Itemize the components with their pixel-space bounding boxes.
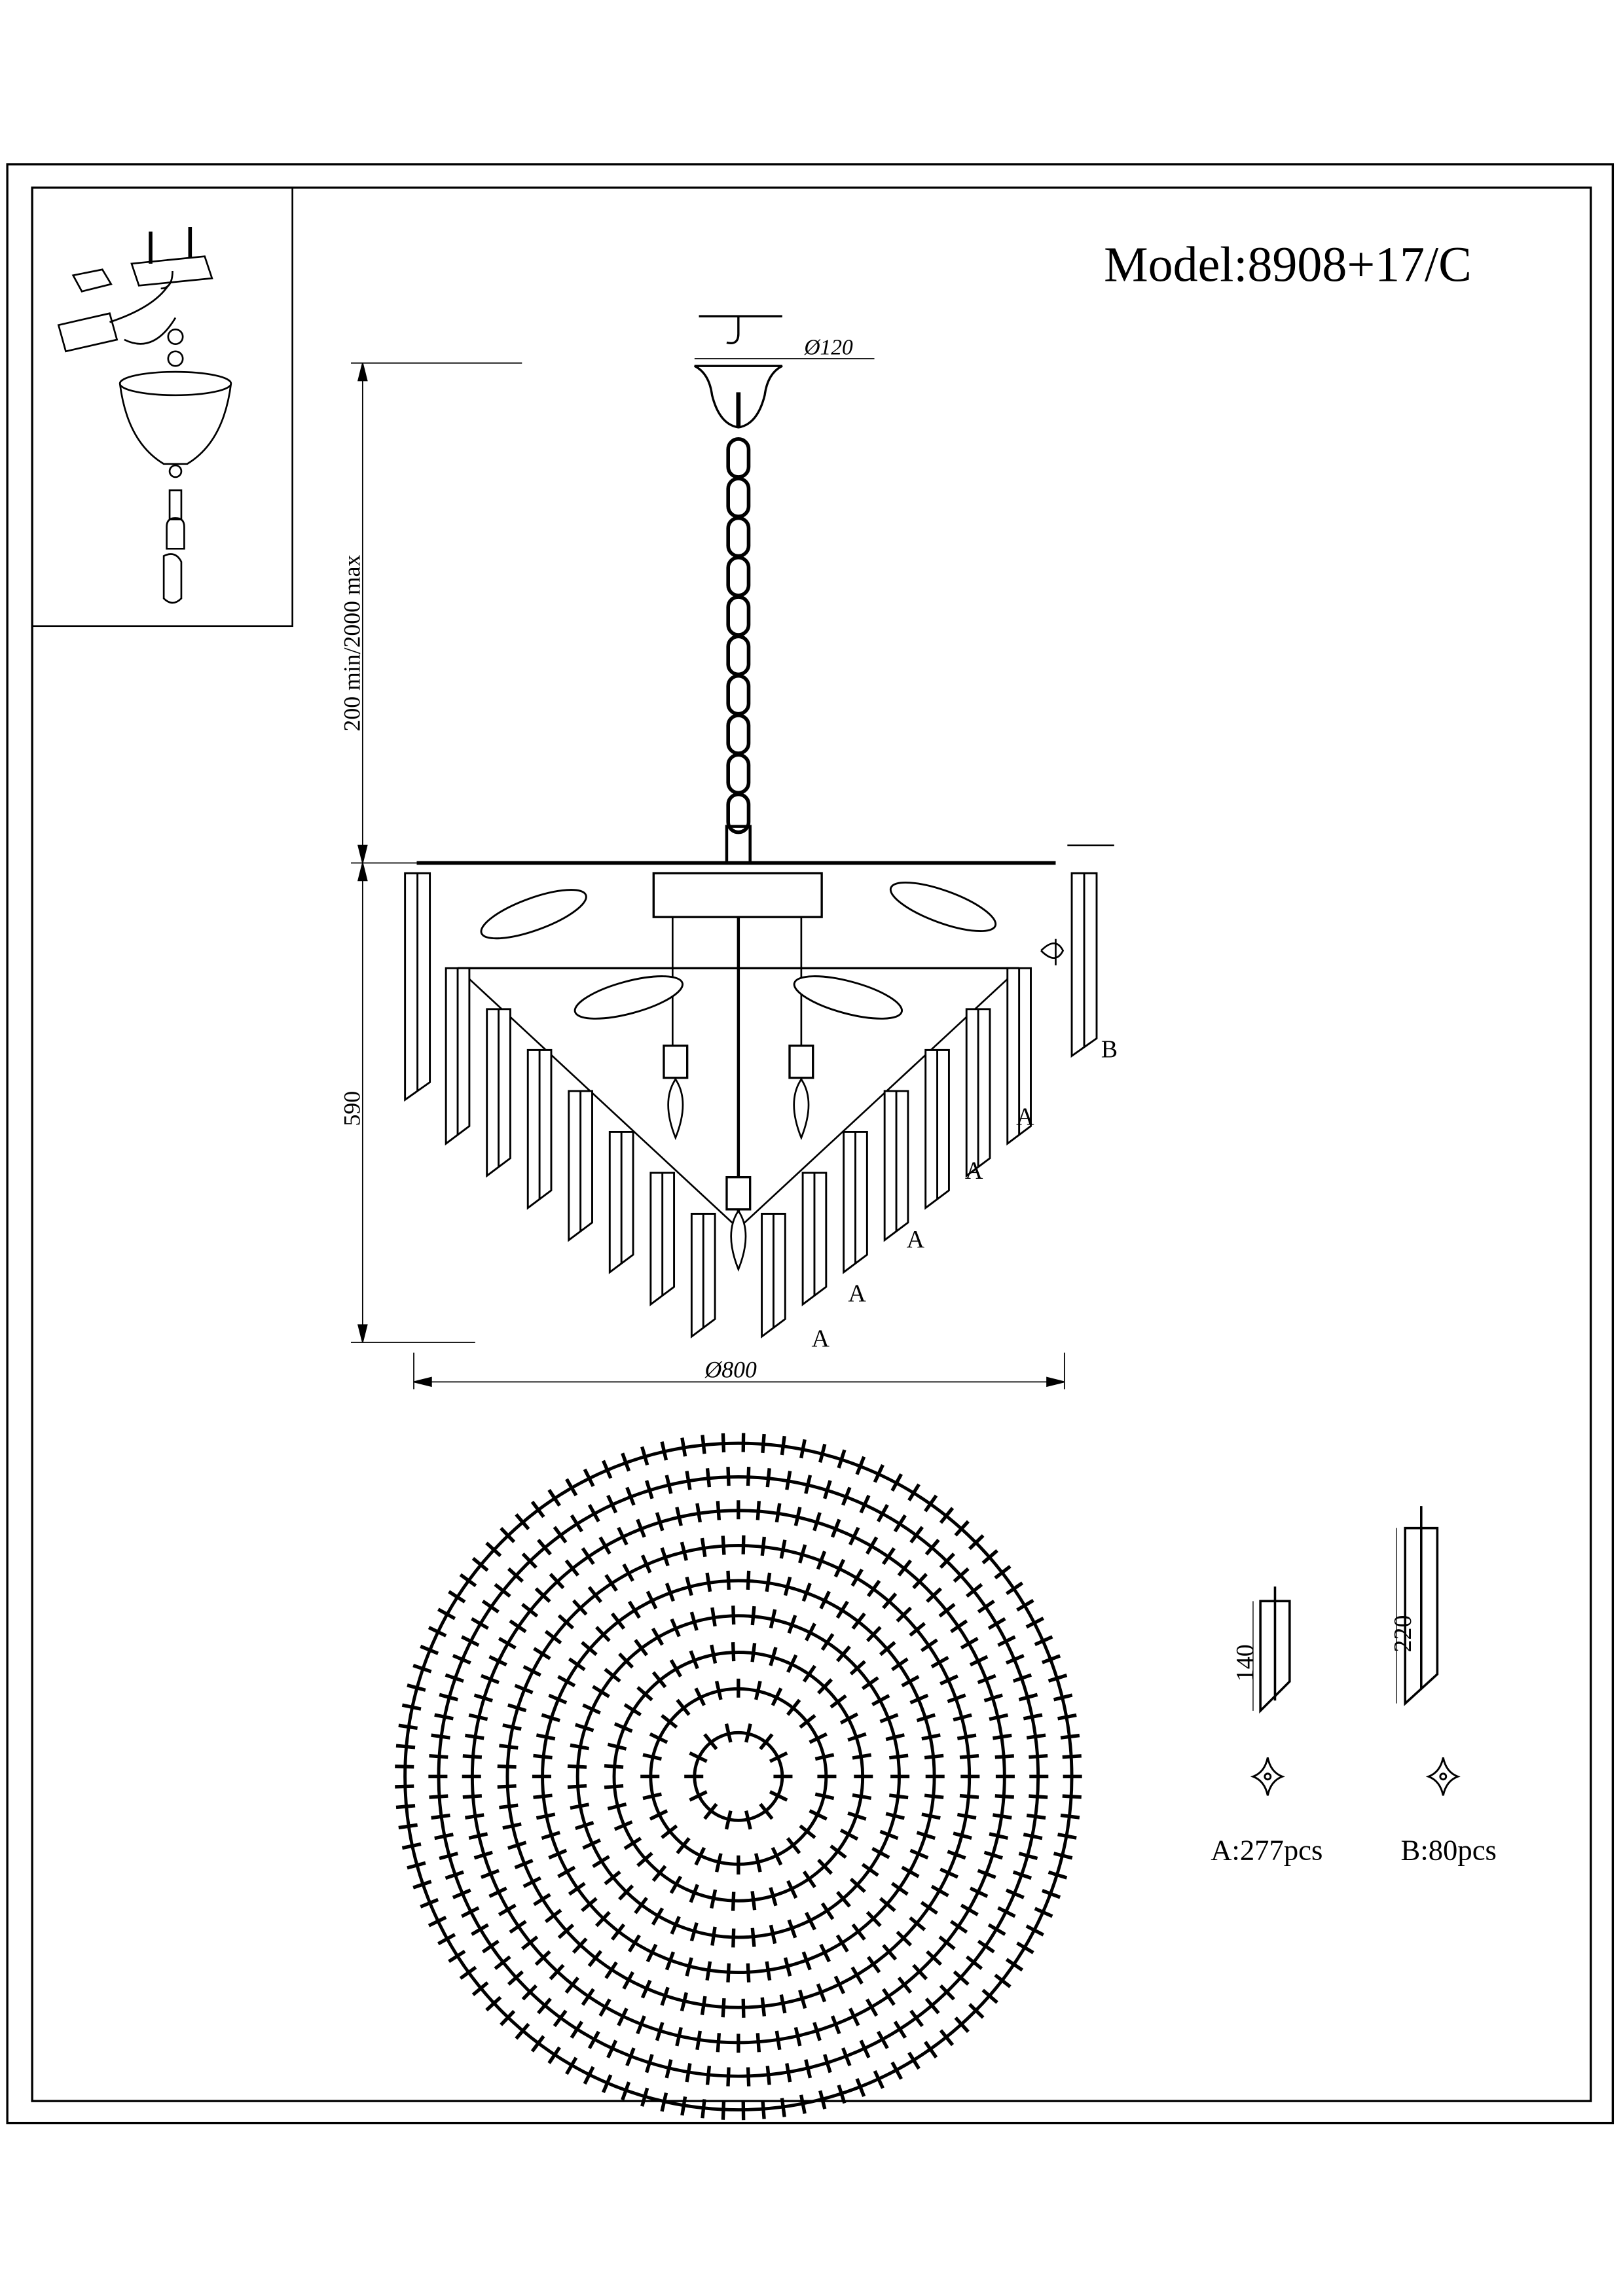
crystal bbox=[445, 967, 471, 1146]
crystal bbox=[1070, 872, 1098, 1058]
crystal-ring bbox=[470, 1509, 1006, 2045]
chain-length-label: 200 min/2000 max bbox=[338, 554, 365, 731]
tier-label-a: A bbox=[907, 1226, 925, 1253]
crystal-b-count: B:80pcs bbox=[1401, 1834, 1497, 1867]
crystal bbox=[801, 1172, 828, 1306]
canopy bbox=[694, 315, 875, 429]
crystal-a-length: 140 bbox=[1231, 1644, 1259, 1681]
chain-link bbox=[726, 555, 751, 598]
crystal bbox=[924, 1049, 950, 1210]
chain-link bbox=[726, 437, 751, 479]
candle-holder bbox=[788, 1044, 814, 1079]
outer-frame bbox=[6, 163, 1614, 2125]
installation-inset bbox=[31, 187, 294, 628]
crystal-spikes bbox=[395, 1433, 1082, 2121]
crystal bbox=[649, 1172, 676, 1306]
chain bbox=[726, 437, 751, 834]
installation-sketch bbox=[57, 227, 232, 604]
tier-label-a: A bbox=[848, 1280, 866, 1307]
candle-bulb-icon bbox=[793, 975, 903, 1020]
crystal-ring bbox=[575, 1614, 901, 1939]
crystal-ring bbox=[693, 1731, 784, 1822]
crystal-spikes bbox=[428, 1466, 1049, 2087]
crystal-ring bbox=[649, 1687, 828, 1866]
diameter-label: Ø800 bbox=[704, 1357, 757, 1383]
candle-bulb-icon bbox=[667, 1077, 684, 1140]
outer-label-b: B bbox=[1101, 1036, 1118, 1064]
chain-link bbox=[726, 673, 751, 716]
tier-label-a: A bbox=[812, 1325, 830, 1353]
dimension-lines bbox=[351, 362, 1065, 1390]
crystal bbox=[404, 872, 431, 1102]
chain-link bbox=[726, 792, 751, 834]
tier-label-a: A bbox=[1016, 1103, 1034, 1130]
chain-link bbox=[726, 595, 751, 637]
crystal-b-length: 220 bbox=[1389, 1615, 1417, 1653]
crystal bbox=[486, 1008, 511, 1178]
candle-bulb-icon bbox=[730, 1209, 747, 1272]
crystal-spikes bbox=[567, 1605, 910, 1948]
crystal-spikes bbox=[497, 1535, 980, 2018]
candle-holder bbox=[725, 1175, 752, 1211]
crystal-a-count: A:277pcs bbox=[1211, 1834, 1322, 1867]
chandelier-top-view bbox=[395, 1433, 1082, 2121]
crystal-spikes bbox=[684, 1723, 793, 1830]
crystal-spikes bbox=[640, 1678, 837, 1874]
chain-link bbox=[726, 476, 751, 518]
crystal-b-detail bbox=[1396, 1506, 1439, 1706]
inner-frame bbox=[31, 187, 1592, 2102]
height-label: 590 bbox=[338, 1091, 365, 1126]
crystal bbox=[761, 1213, 786, 1339]
candle-bulb-icon bbox=[574, 975, 684, 1020]
crystal-b-star-icon bbox=[1425, 1757, 1461, 1796]
chain-link bbox=[726, 516, 751, 558]
crystal-ring bbox=[541, 1579, 936, 1975]
crystal bbox=[965, 1008, 991, 1178]
crystal-a-detail bbox=[1252, 1587, 1291, 1714]
crystal bbox=[690, 1213, 716, 1339]
candle-bulb-icon bbox=[793, 1077, 810, 1140]
crystal bbox=[568, 1090, 593, 1242]
crystal-fringe bbox=[404, 872, 1098, 1339]
candle-bulb-icon bbox=[889, 881, 997, 933]
candle-bulb-icon bbox=[480, 889, 587, 940]
crystal bbox=[843, 1130, 868, 1274]
crystal bbox=[883, 1090, 909, 1242]
crystal-spikes bbox=[462, 1500, 1015, 2053]
crystal-spikes bbox=[532, 1570, 945, 1982]
canopy-diameter-label: Ø120 bbox=[803, 335, 853, 359]
tier-label-a: A bbox=[965, 1157, 983, 1185]
crystal-ring bbox=[437, 1475, 1040, 2078]
chain-link bbox=[726, 713, 751, 755]
crystal bbox=[608, 1130, 634, 1274]
chain-link bbox=[726, 753, 751, 795]
crystal bbox=[1006, 967, 1032, 1146]
crystal-a-star-icon bbox=[1250, 1757, 1285, 1796]
model-title: Model:8908+17/C bbox=[1104, 238, 1472, 293]
crystal-spikes bbox=[604, 1641, 873, 1911]
chain-link bbox=[726, 634, 751, 677]
candle-holder bbox=[663, 1044, 689, 1079]
candle-lamps bbox=[480, 881, 997, 1272]
crystal bbox=[526, 1049, 553, 1210]
